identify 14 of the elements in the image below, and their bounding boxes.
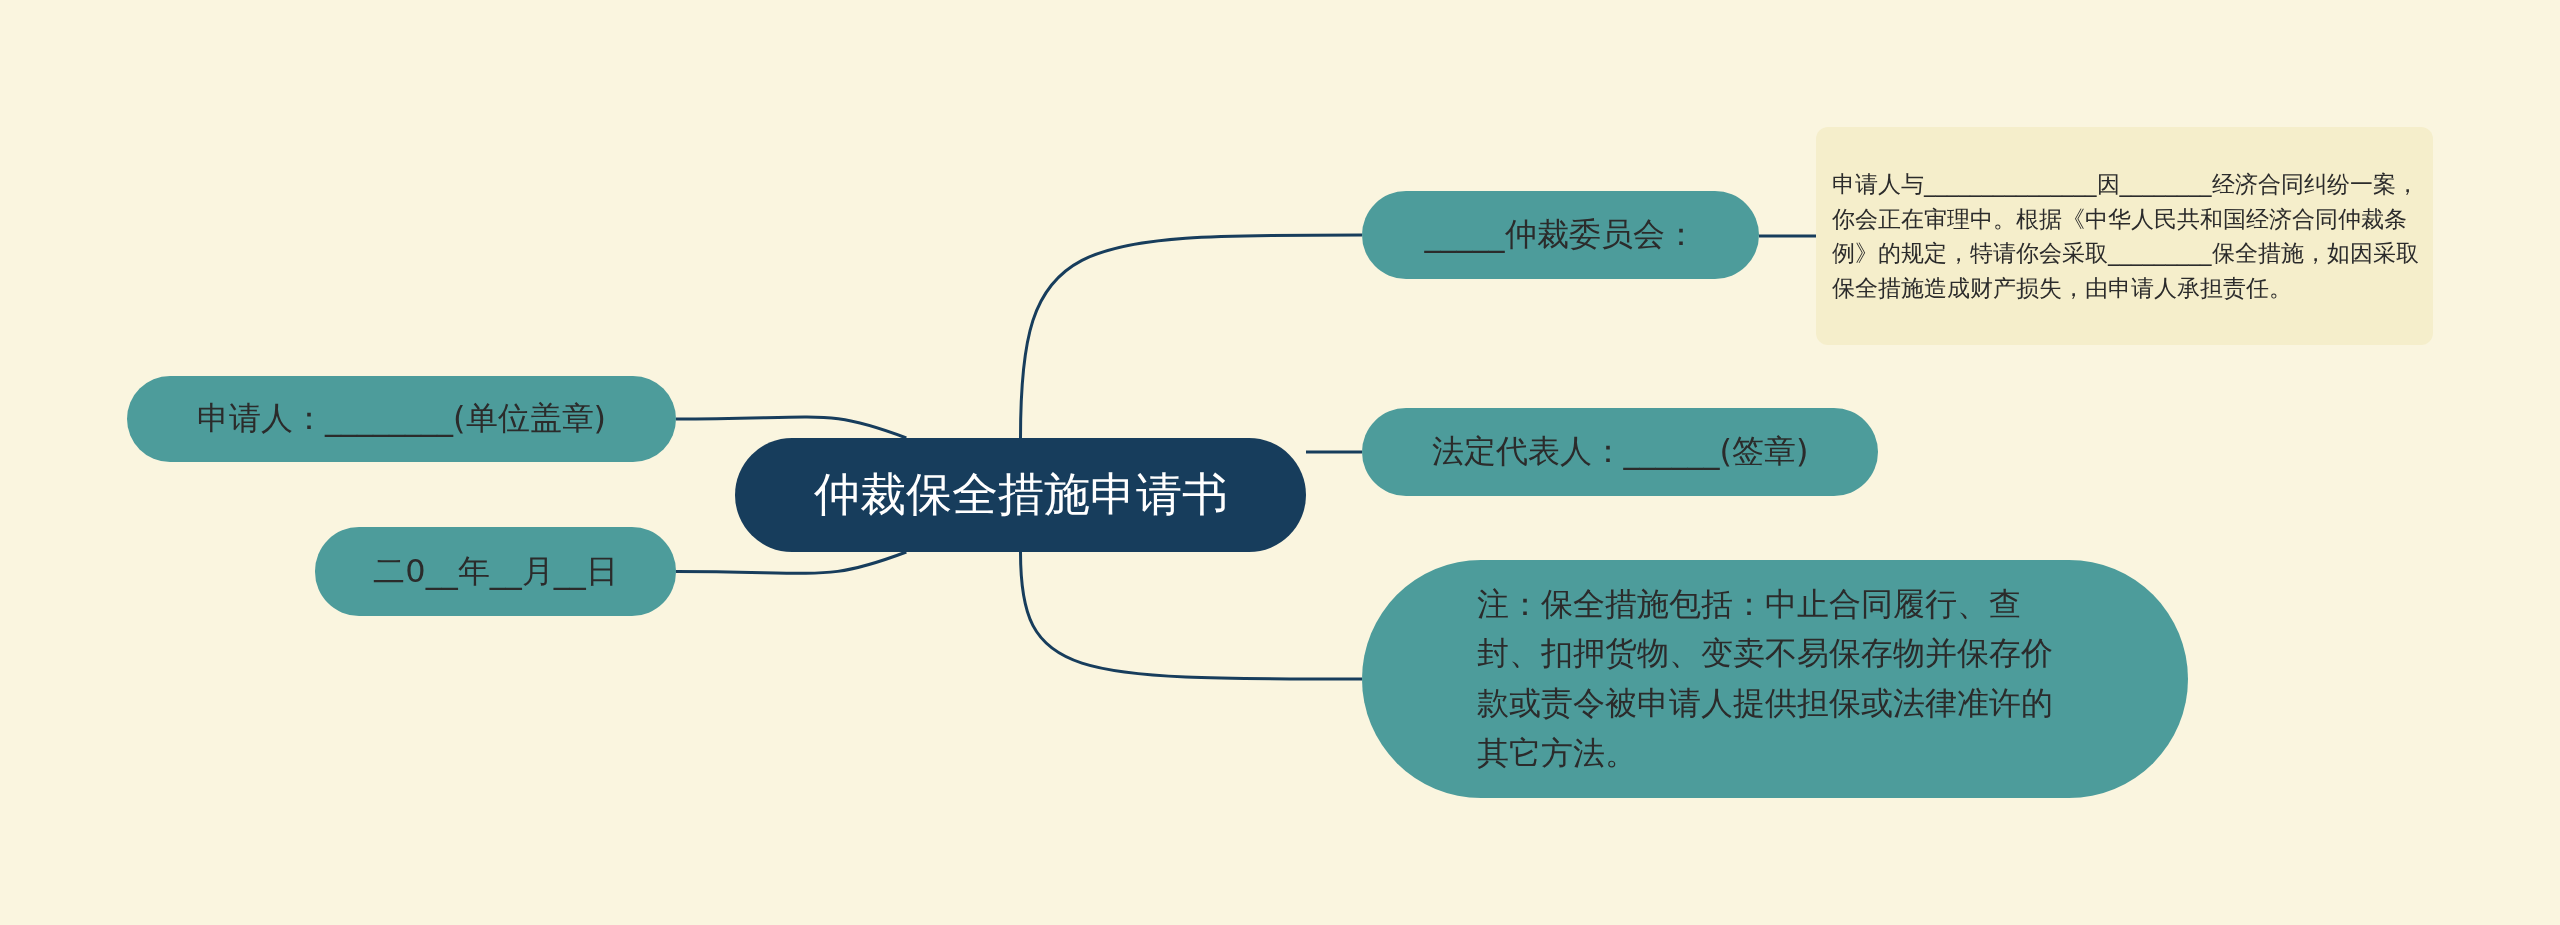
node-text: 申请人与_______________因________经济合同纠纷一案，你会正在审理中。根据《中华人民共和国经济合同仲裁条例》的规定，特请你会采取_________保全措施，如因采取保全措施造成财产损失，由申请人承担责任。 [1832, 170, 2419, 303]
connector-line [1019, 551, 1362, 681]
node-text: 仲裁保全措施申请书 [813, 466, 1228, 523]
node-text: 法定代表人：______(签章) [1431, 431, 1809, 472]
connector-line [676, 550, 907, 575]
node-text: 二0__年__月__日 [373, 550, 618, 592]
node-text: _____仲裁委员会： [1424, 214, 1697, 255]
connector-line [676, 415, 907, 440]
connector-line [1019, 233, 1362, 439]
note-card [1816, 127, 2433, 345]
node-text: 申请人：________(单位盖章) [197, 398, 606, 439]
connector-line [1759, 234, 1816, 238]
node-text: 注：保全措施包括：中止合同履行、查封、扣押货物、变卖不易保存物并保存价款或责令被申请人提供担保或法律准许的其它方法。 [1477, 583, 2054, 774]
connector-line [1306, 450, 1362, 454]
